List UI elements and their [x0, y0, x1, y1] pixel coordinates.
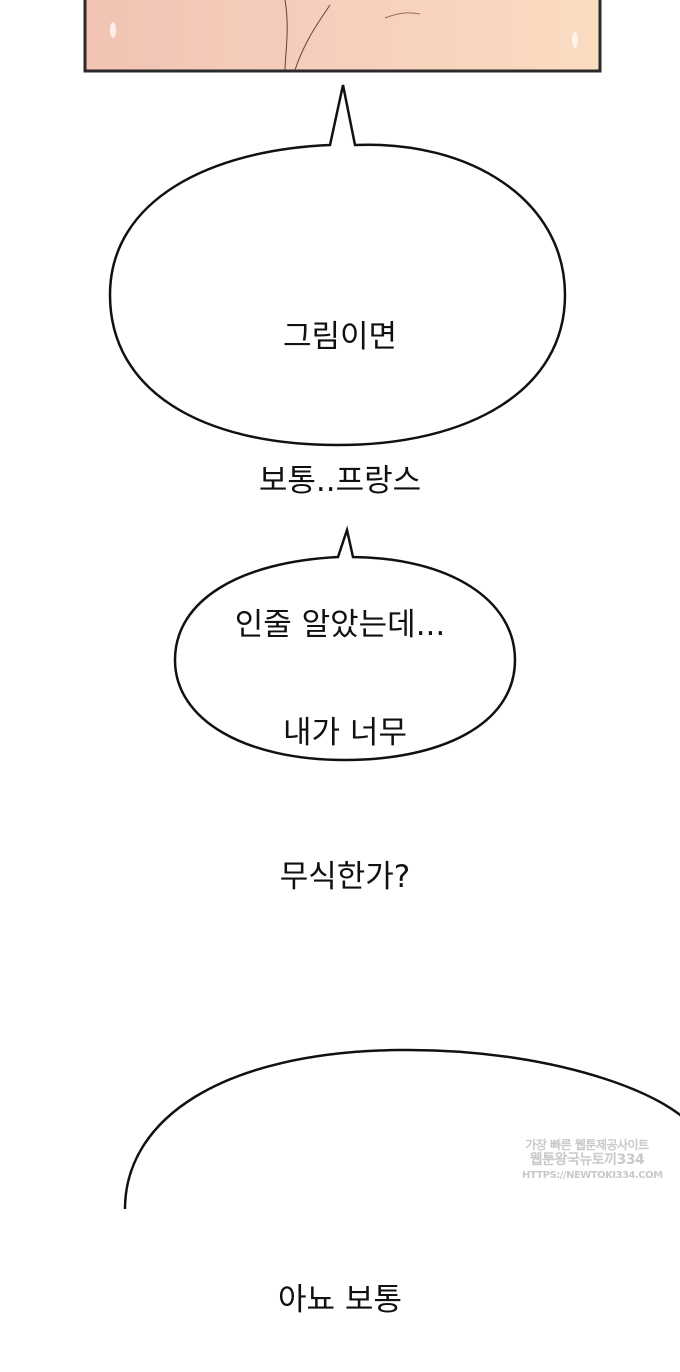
watermark-line: 웹툰왕국뉴토끼334 [529, 1152, 645, 1168]
comic-panel [83, 0, 602, 73]
bubble-1-text: 그림이면 보통..프랑스 인줄 알았는데... [150, 217, 530, 697]
watermark: 가장 빠른 웹툰제공사이트 웹툰왕국뉴토끼334 HTTPS://NEWTOKI… [522, 1138, 663, 1183]
dialogue-line: 보통..프랑스 [258, 463, 422, 499]
dialogue-line: 아뇨 보통 [278, 1282, 402, 1318]
bubble-2-text: 내가 너무 무식한가? [190, 613, 500, 949]
dialogue-line: 인줄 알았는데... [234, 607, 446, 643]
speech-bubble-2 [173, 525, 517, 762]
watermark-line: HTTPS://NEWTOKI334.COM [522, 1170, 663, 1181]
comic-artwork [83, 0, 680, 1209]
dialogue-line: 그림이면 [282, 319, 398, 355]
speech-bubble-3 [123, 1048, 680, 1209]
watermark-line: 가장 빠른 웹툰제공사이트 [525, 1138, 649, 1152]
speech-bubble-1 [108, 84, 567, 447]
dialogue-line: 내가 너무 [283, 715, 407, 751]
dialogue-line: 무식한가? [279, 859, 411, 895]
